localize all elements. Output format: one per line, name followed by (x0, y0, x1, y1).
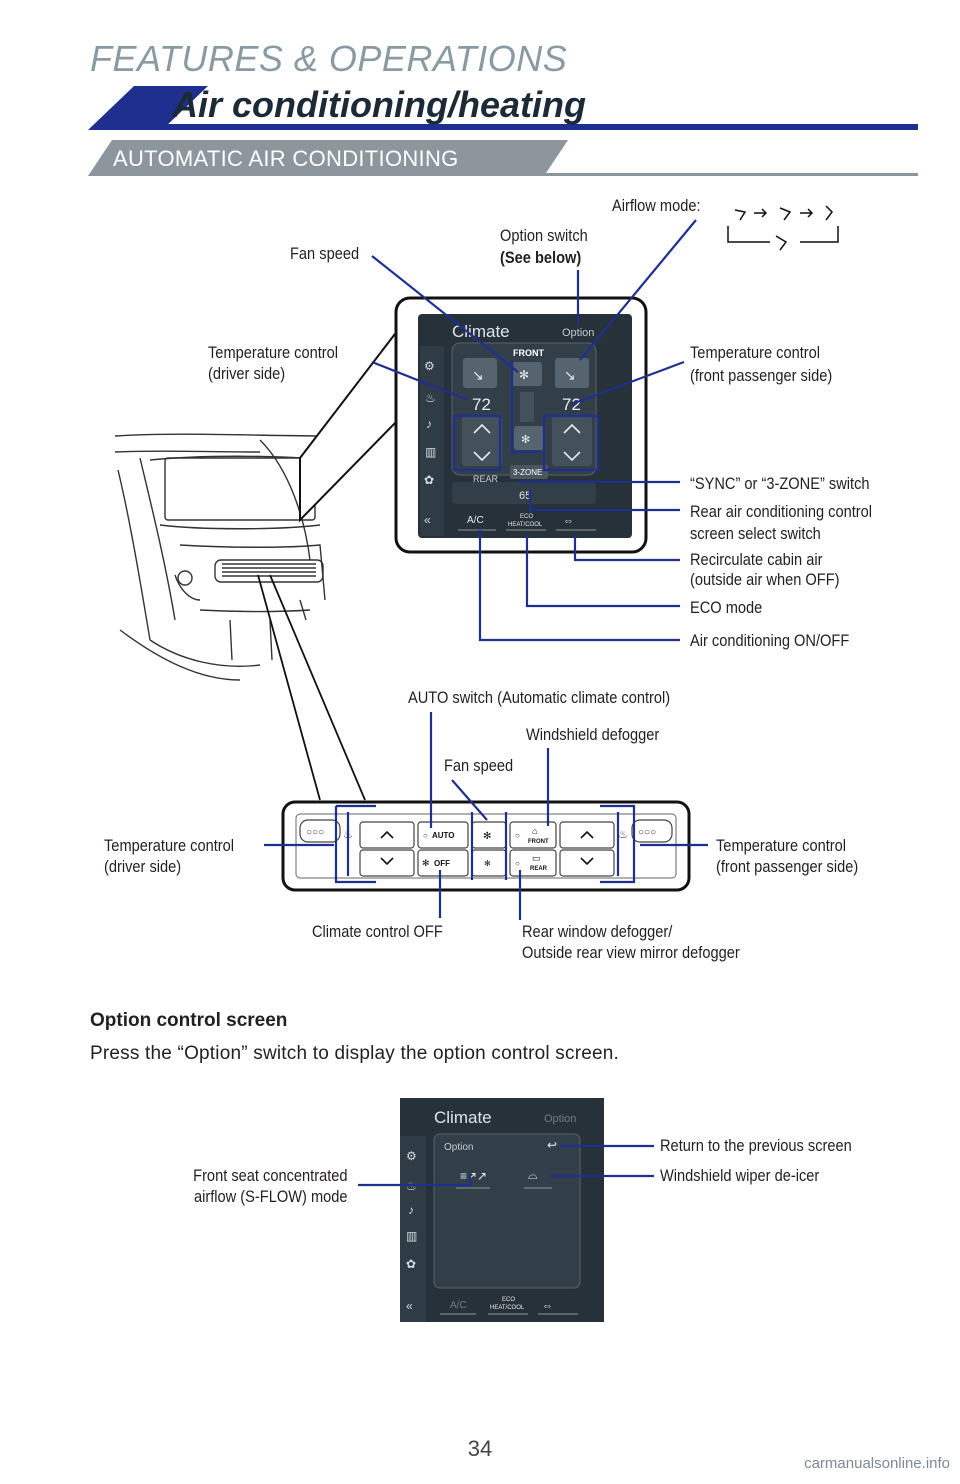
fan-icon: ✻ (519, 368, 529, 382)
rear-defogger-label-2: Outside rear view mirror defogger (522, 943, 740, 962)
front-label: FRONT (513, 348, 544, 358)
section-header: FEATURES & OPERATIONS (90, 38, 568, 79)
temp-driver-label-2: (driver side) (208, 364, 286, 383)
return-icon: ↩ (547, 1138, 557, 1152)
panel-temp-pass-1: Temperature control (716, 836, 847, 855)
option-section-heading: Option control screen (90, 1010, 288, 1031)
sync-switch-label: “SYNC” or “3-ZONE” switch (690, 474, 870, 493)
svg-text:○○○: ○○○ (306, 827, 324, 838)
s-flow-icon: ≡↗↗ (460, 1169, 487, 1183)
option-label: Option (444, 1142, 473, 1153)
opt-ac-button: A/C (450, 1300, 467, 1311)
subtitle-band (88, 140, 918, 176)
option-switch: Option (562, 327, 594, 339)
fan-seat-icon: ⚙ (424, 359, 435, 373)
page-title: Air conditioning/heating (172, 84, 586, 125)
ac-onoff-label: Air conditioning ON/OFF (690, 631, 850, 650)
temp-pass-label-1: Temperature control (690, 343, 821, 362)
auto-switch-label: AUTO switch (Automatic climate control) (408, 688, 671, 707)
title-band (88, 86, 918, 130)
panel-temp-pass-2: (front passenger side) (716, 857, 859, 876)
temp-right: 72 (562, 395, 581, 414)
svg-text:○: ○ (423, 831, 428, 840)
panel-temp-driver-1: Temperature control (104, 836, 235, 855)
collapse-icon: « (424, 513, 431, 527)
dashboard-drawing (114, 433, 331, 681)
option-section-body: Press the “Option” switch to display the… (90, 1043, 620, 1064)
screen-leader-lines (371, 219, 697, 642)
panel-leader-lines (264, 712, 708, 920)
rear-ac-label-2: screen select switch (690, 524, 821, 543)
wiper-deicer-icon: ⌓ (528, 1168, 538, 1182)
page-number: 34 (467, 1436, 493, 1461)
panel-temp-driver-2: (driver side) (104, 857, 182, 876)
recirculate-icon: ⇔ (563, 515, 574, 527)
opt-fan-icon: ⚙ (406, 1149, 417, 1163)
windshield-icon: ⌂ (532, 826, 537, 836)
eco-mode-label: ECO mode (690, 598, 763, 617)
temp-pass-label-2: (front passenger side) (690, 366, 833, 385)
opt-eco-label: ECO (502, 1297, 515, 1303)
recirc-label-1: Recirculate cabin air (690, 550, 823, 569)
temp-driver-label-1: Temperature control (208, 343, 339, 362)
svg-text:○: ○ (515, 831, 520, 840)
svg-text:○○○: ○○○ (638, 827, 656, 838)
rear-defog-label: REAR (530, 866, 548, 872)
opt-music-icon: ♪ (408, 1203, 414, 1217)
sflow-label-1: Front seat concentrated (193, 1166, 348, 1185)
opt-collapse-icon: « (406, 1299, 413, 1313)
opt-eq-icon: ▥ (406, 1229, 417, 1243)
svg-text:✻: ✻ (422, 858, 430, 868)
fan-small-icon: ✻ (521, 434, 530, 446)
option-tab: Option (544, 1113, 576, 1125)
equalizer-icon: ▥ (425, 445, 436, 459)
music-icon: ♪ (426, 417, 432, 431)
heat-cool-label: HEAT/COOL (508, 522, 543, 528)
option-screen: Climate Option Option ↩ ≡↗↗ ⌓ ⚙ ♨ ♪ ▥ ✿ … (400, 1098, 604, 1322)
settings-icon: ✿ (424, 473, 434, 487)
windshield-defogger-label: Windshield defogger (526, 725, 660, 744)
three-zone-switch: 3-ZONE (513, 468, 542, 477)
rear-defogger-label-1: Rear window defogger/ (522, 922, 673, 941)
opt-settings-icon: ✿ (406, 1257, 416, 1271)
fan-down-icon: ✻ (484, 859, 491, 868)
see-below-label: (See below) (500, 248, 582, 267)
fan-speed-label: Fan speed (290, 244, 360, 263)
sflow-label-2: airflow (S-FLOW) mode (194, 1187, 348, 1206)
section-subtitle: AUTOMATIC AIR CONDITIONING (113, 146, 459, 171)
fan-up-icon: ✻ (483, 831, 491, 842)
seat-heater-icon: ♨ (425, 391, 436, 405)
airflow-mode-icons (727, 205, 839, 251)
panel-fan-speed-label: Fan speed (444, 756, 514, 775)
off-button: OFF (434, 859, 450, 868)
climate-illustration: ⚙ ♨ ♪ ▥ ✿ « Climate Option FRONT ↘ ↘ ✻ ✻… (114, 205, 839, 920)
rear-label: REAR (473, 474, 499, 484)
airflow-mode-label: Airflow mode: (612, 196, 701, 215)
airflow-right-icon: ↘ (564, 367, 576, 383)
front-defog-label: FRONT (528, 839, 549, 845)
rear-temp: 65 (519, 490, 531, 502)
eco-label: ECO (520, 514, 533, 520)
recirc-label-2: (outside air when OFF) (690, 570, 840, 589)
option-switch-label: Option switch (500, 226, 588, 245)
return-prev-label: Return to the previous screen (660, 1136, 852, 1155)
rear-window-icon: ▭ (532, 853, 541, 863)
opt-heat-cool-label: HEAT/COOL (490, 1305, 525, 1311)
rear-ac-label-1: Rear air conditioning control (690, 502, 873, 521)
climate-off-label: Climate control OFF (312, 922, 443, 941)
wiper-deicer-label: Windshield wiper de-icer (660, 1166, 820, 1185)
opt-recirculate-icon: ⇔ (542, 1300, 553, 1312)
auto-button: AUTO (432, 831, 455, 840)
seat-heater-right-icon: ♨ (618, 829, 628, 841)
option-screen-title: Climate (434, 1108, 492, 1127)
temp-left: 72 (472, 395, 491, 414)
svg-text:○: ○ (515, 859, 520, 868)
watermark: carmanualsonline.info (804, 1455, 950, 1472)
ac-button: A/C (467, 515, 484, 526)
temp-left-arrows (473, 423, 491, 462)
option-leader-lines (358, 1144, 654, 1187)
screen-title: Climate (452, 322, 510, 341)
airflow-left-icon: ↘ (472, 367, 484, 383)
temp-right-arrows (563, 423, 581, 462)
